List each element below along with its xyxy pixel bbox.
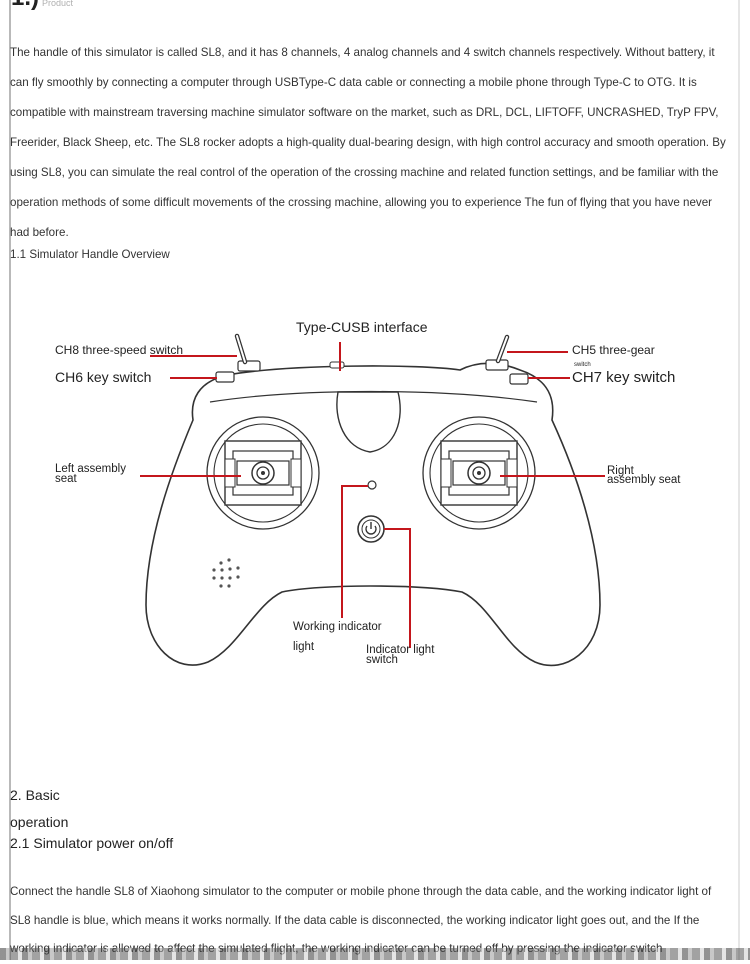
- label-ch6: CH6 key switch: [55, 369, 151, 385]
- label-right-seat-1: Right: [607, 465, 635, 477]
- section21-heading: 2.1 Simulator power on/off: [10, 835, 174, 851]
- section-subtitle: Product: [42, 0, 74, 8]
- scan-edge-artifact: [0, 948, 750, 960]
- label-ch8: CH8 three-speed switch: [55, 343, 183, 357]
- section2-heading-line2: operation: [10, 814, 69, 830]
- label-ch7: CH7 key switch: [572, 369, 675, 386]
- label-working-1: Working indicator: [293, 621, 382, 633]
- label-right-seat-2: assembly seat: [607, 474, 681, 486]
- ch7-key-switch: [509, 373, 529, 385]
- controller-diagram: Type-CUSB interface CH8 three-speed swit…: [55, 319, 681, 667]
- label-left-seat-2: seat: [55, 473, 78, 485]
- label-indicator-1: Indicator light: [366, 644, 435, 656]
- intro-paragraph: The handle of this simulator is called S…: [10, 46, 726, 239]
- page-left-border: [9, 0, 11, 960]
- overview-heading: 1.1 Simulator Handle Overview: [10, 248, 170, 261]
- label-working-2: light: [293, 641, 315, 653]
- working-indicator-light: [367, 480, 377, 490]
- left-gimbal: [206, 416, 320, 530]
- speaker-grille: [212, 558, 240, 588]
- center-clip: [336, 391, 401, 453]
- usb-port: [329, 361, 345, 369]
- section-number: 1.): [11, 0, 39, 12]
- label-typec: Type-CUSB interface: [296, 319, 428, 335]
- ch6-key-switch: [215, 371, 235, 383]
- page-right-border: [738, 0, 740, 960]
- section2-heading-line1: 2. Basic: [10, 787, 60, 803]
- label-left-seat-1: Left assembly: [55, 463, 126, 475]
- label-indicator-2: switch: [366, 654, 398, 666]
- label-ch5-sub: switch: [574, 362, 591, 368]
- label-ch5: CH5 three-gear: [572, 343, 655, 357]
- right-gimbal: [422, 416, 536, 530]
- indicator-light-switch: [357, 515, 385, 543]
